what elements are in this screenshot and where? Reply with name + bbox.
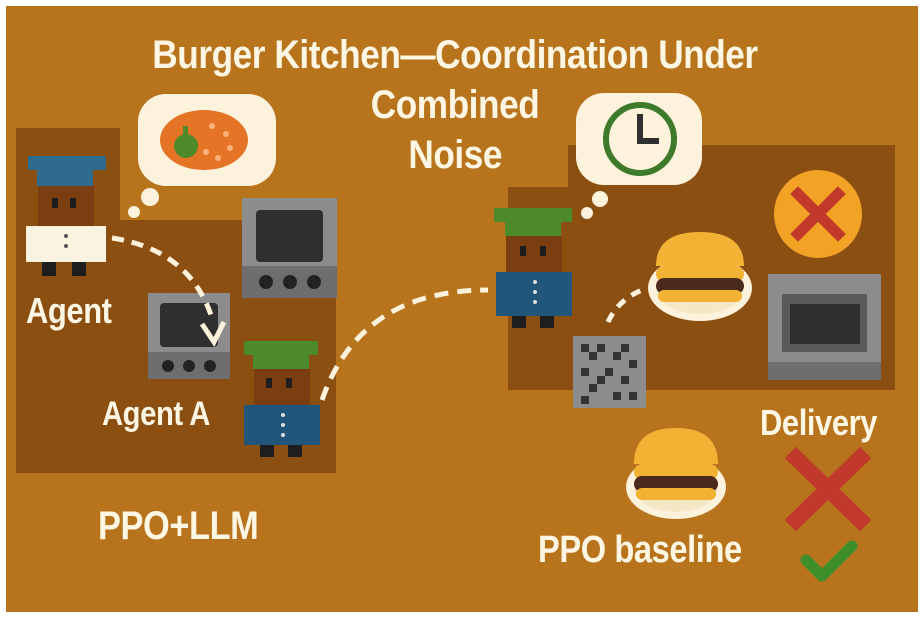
label-delivery: Delivery (760, 402, 878, 443)
title-line-2: Noise (408, 133, 502, 177)
label-agent: Agent (26, 290, 112, 331)
noise-path (605, 287, 644, 324)
cross-icon (784, 446, 872, 532)
fail-badge-icon (774, 170, 862, 258)
delivery-station-icon (768, 274, 881, 380)
stove-icon (242, 198, 337, 298)
label-ppo-baseline: PPO baseline (538, 529, 742, 571)
burger-icon-2 (626, 428, 726, 519)
agent-a-chef-icon (244, 341, 320, 457)
arrow-head (199, 320, 227, 347)
title-line-1: Burger Kitchen—Coordination Under Combin… (152, 33, 758, 127)
label-agent-a: Agent A (102, 395, 210, 433)
agent-chef-icon (26, 156, 106, 276)
clock-thought-icon (576, 93, 702, 219)
tomato-thought-icon (128, 94, 276, 218)
agent-b-chef-icon (494, 208, 572, 328)
label-ppo-llm: PPO+LLM (98, 504, 259, 548)
burger-icon (648, 232, 752, 321)
coordination-path (319, 287, 489, 401)
noise-grid-icon (573, 336, 646, 408)
diagram-title: Burger Kitchen—Coordination Under Combin… (40, 30, 870, 180)
path-arrow (111, 235, 215, 319)
check-icon (800, 540, 858, 582)
